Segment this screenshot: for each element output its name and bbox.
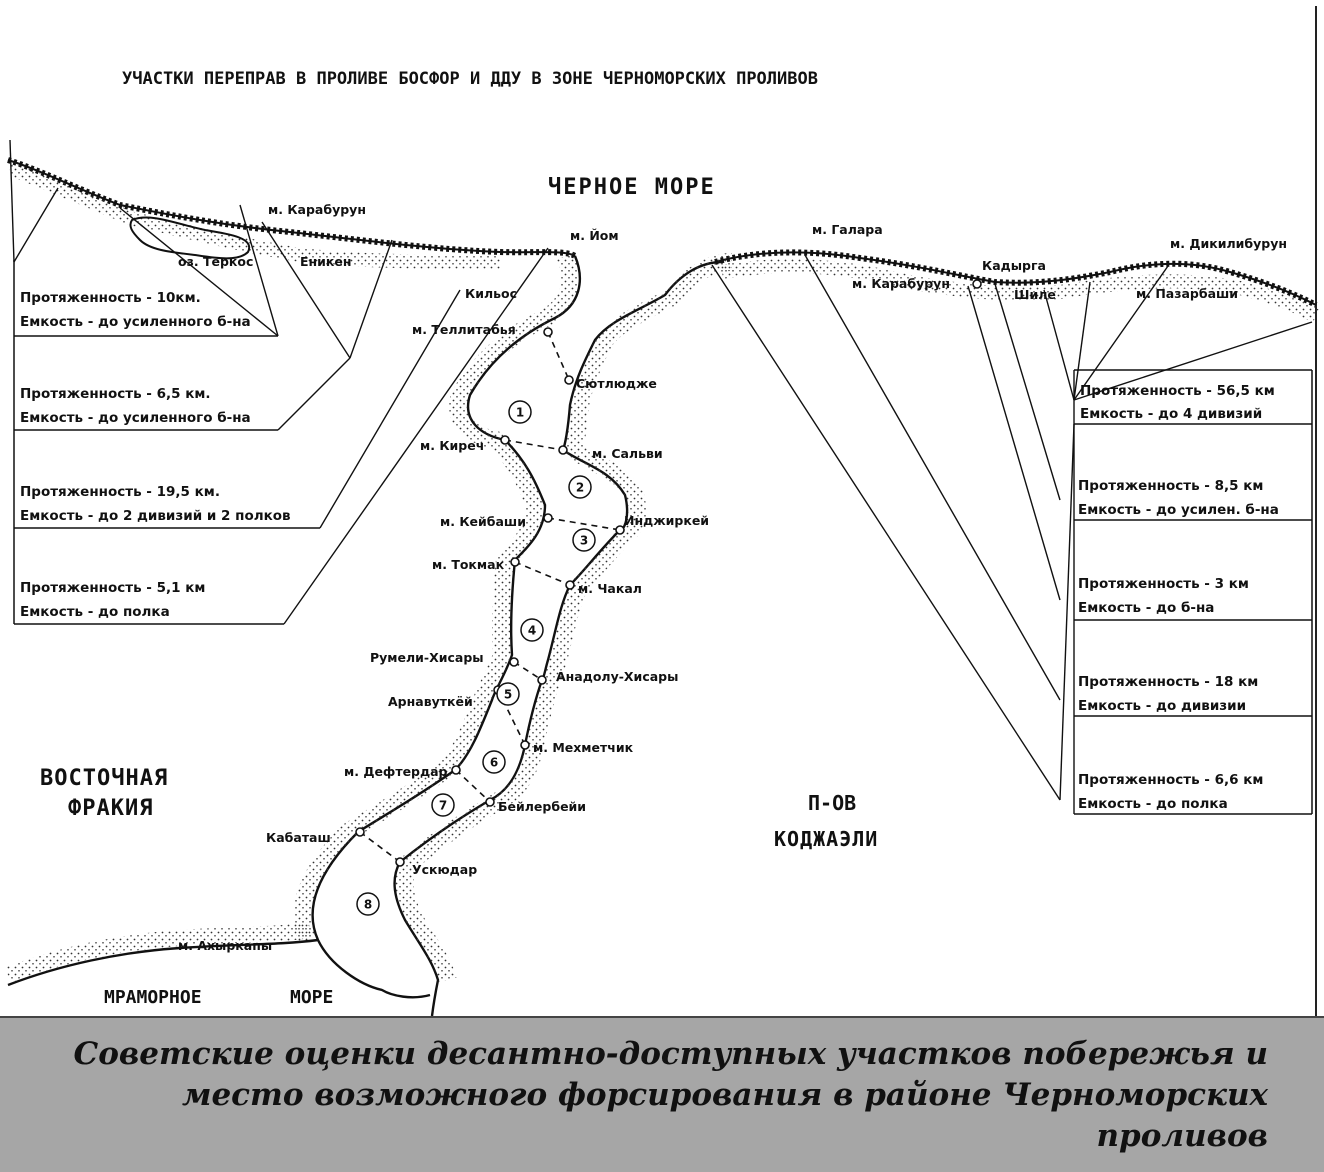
place-labels: м. Карабурун оз. Теркос Еникен Кильос м.… <box>178 202 1287 953</box>
place-uskudar: Ускюдар <box>412 862 477 877</box>
svg-text:Протяженность - 10км.: Протяженность - 10км. <box>20 290 201 306</box>
crossing-numbers: 1 2 3 4 5 6 7 8 <box>356 400 596 916</box>
place-rumeli-hisari: Румели-Хисары <box>370 650 484 665</box>
place-tellitabya: м. Теллитабья <box>412 322 516 337</box>
svg-text:3: 3 <box>580 534 588 548</box>
svg-text:2: 2 <box>576 481 584 495</box>
left-box-3: Протяженность - 19,5 км. Емкость - до 2 … <box>14 484 320 529</box>
bosphorus-strait <box>293 252 733 1016</box>
place-dikilburun: м. Дикилибурун <box>1170 236 1287 251</box>
svg-text:Протяженность - 5,1 км: Протяженность - 5,1 км <box>20 580 205 596</box>
svg-text:Протяженность - 56,5 км: Протяженность - 56,5 км <box>1080 383 1275 399</box>
crossing-3: 3 <box>572 528 596 552</box>
svg-text:Протяженность - 6,5 км.: Протяженность - 6,5 км. <box>20 386 211 402</box>
right-box-1: Протяженность - 56,5 км Емкость - до 4 д… <box>1074 383 1312 425</box>
svg-text:8: 8 <box>364 898 372 912</box>
right-info-boxes: Протяженность - 56,5 км Емкость - до 4 д… <box>1074 370 1313 815</box>
right-box-2: Протяженность - 8,5 км Емкость - до усил… <box>1074 478 1312 521</box>
svg-text:7: 7 <box>439 799 447 813</box>
crossing-1: 1 <box>508 400 532 424</box>
kocaeli-label-2: КОДЖАЭЛИ <box>774 827 878 851</box>
svg-text:Емкость - до полка: Емкость - до полка <box>20 604 170 620</box>
place-tokmak: м. Токмак <box>432 557 505 572</box>
place-defterdar: м. Дефтердар <box>344 764 448 779</box>
place-shile: Шиле <box>1014 287 1056 302</box>
left-box-1: Протяженность - 10км. Емкость - до усиле… <box>14 290 278 337</box>
svg-text:Протяженность - 3 км: Протяженность - 3 км <box>1078 576 1249 592</box>
marmara-coastline <box>5 922 319 987</box>
place-karaburun-east: м. Карабурун <box>852 276 950 291</box>
svg-text:Емкость - до усиленного б-на: Емкость - до усиленного б-на <box>20 410 251 426</box>
place-karaburun-west: м. Карабурун <box>268 202 366 217</box>
svg-text:Емкость - до дивизии: Емкость - до дивизии <box>1078 698 1246 714</box>
place-yeniken: Еникен <box>300 254 352 269</box>
svg-text:Емкость - до полка: Емкость - до полка <box>1078 796 1228 812</box>
right-box-4: Протяженность - 18 км Емкость - до дивиз… <box>1074 674 1312 717</box>
svg-text:6: 6 <box>490 756 498 770</box>
svg-text:Протяженность - 18 км: Протяженность - 18 км <box>1078 674 1258 690</box>
place-beylerbey: Бейлербейи <box>498 799 586 814</box>
svg-text:Емкость - до 2 дивизий и 2 пол: Емкость - до 2 дивизий и 2 полков <box>20 508 291 524</box>
svg-text:4: 4 <box>528 624 536 638</box>
place-salvi: м. Сальви <box>592 446 663 461</box>
left-box-2: Протяженность - 6,5 км. Емкость - до уси… <box>14 386 278 431</box>
crossing-5: 5 <box>496 682 520 706</box>
place-pazarbashi: м. Пазарбаши <box>1136 286 1238 301</box>
strait-map: УЧАСТКИ ПЕРЕПРАВ В ПРОЛИВЕ БОСФОР И ДДУ … <box>0 0 1324 1016</box>
crossing-lines <box>359 331 621 863</box>
svg-text:Емкость - до усилен. б-на: Емкость - до усилен. б-на <box>1078 502 1279 518</box>
place-terkos: оз. Теркос <box>178 254 253 269</box>
left-leader-lines <box>9 139 549 625</box>
place-akhyrkapy: м. Ахыркапы <box>178 938 272 953</box>
svg-text:Протяженность - 19,5 км.: Протяженность - 19,5 км. <box>20 484 220 500</box>
caption-text: Советские оценки десантно-доступных учас… <box>73 1036 1268 1154</box>
crossing-8: 8 <box>356 892 380 916</box>
place-chakal: м. Чакал <box>578 581 642 596</box>
map-title: УЧАСТКИ ПЕРЕПРАВ В ПРОЛИВЕ БОСФОР И ДДУ … <box>122 69 818 89</box>
svg-text:Емкость - до усиленного б-на: Емкость - до усиленного б-на <box>20 314 251 330</box>
place-kabatash: Кабаташ <box>266 830 331 845</box>
caption-panel: Советские оценки десантно-доступных учас… <box>0 1016 1324 1172</box>
place-mekhmetchik: м. Мехметчик <box>533 740 634 755</box>
black-sea-label: ЧЕРНОЕ МОРЕ <box>548 175 716 200</box>
marmara-sea-label-1: МРАМОРНОЕ <box>104 987 202 1008</box>
svg-text:Емкость - до б-на: Емкость - до б-на <box>1078 600 1214 616</box>
svg-text:5: 5 <box>504 688 512 702</box>
place-keybashi: м. Кейбаши <box>440 514 526 529</box>
right-box-5: Протяженность - 6,6 км Емкость - до полк… <box>1074 772 1312 815</box>
right-leader-lines <box>711 254 1313 814</box>
svg-text:Протяженность - 6,6 км: Протяженность - 6,6 км <box>1078 772 1263 788</box>
place-kadyrga: Кадырга <box>982 258 1046 273</box>
thrace-label-1: ВОСТОЧНАЯ <box>40 766 168 791</box>
crossing-6: 6 <box>482 750 506 774</box>
lake-terkos <box>129 216 251 260</box>
svg-text:Емкость - до 4 дивизий: Емкость - до 4 дивизий <box>1080 406 1262 422</box>
svg-text:Протяженность - 8,5 км: Протяженность - 8,5 км <box>1078 478 1263 494</box>
crossing-2: 2 <box>568 475 592 499</box>
place-kirech: м. Киреч <box>420 438 484 453</box>
svg-text:1: 1 <box>516 406 524 420</box>
place-galara: м. Галара <box>812 222 883 237</box>
marmara-sea-label-2: МОРЕ <box>290 987 333 1008</box>
kocaeli-label-1: П-ОВ <box>808 791 856 815</box>
thrace-label-2: ФРАКИЯ <box>68 796 153 821</box>
crossing-points <box>355 279 982 867</box>
map-background <box>0 0 1324 1016</box>
place-kilyos: Кильос <box>465 286 517 301</box>
place-anadolu-hisari: Анадолу-Хисары <box>556 669 678 684</box>
place-syutlyudzhe: Сютлюдже <box>576 376 657 391</box>
crossing-4: 4 <box>520 618 544 642</box>
place-indzhirkey: Инджиркей <box>624 513 709 528</box>
crossing-7: 7 <box>431 793 455 817</box>
left-info-boxes: Протяженность - 10км. Емкость - до усиле… <box>13 260 320 625</box>
right-box-3: Протяженность - 3 км Емкость - до б-на <box>1074 576 1312 621</box>
black-sea-coastline <box>7 157 1320 323</box>
place-arnavutkoy: Арнавуткёй <box>388 694 473 709</box>
left-box-4: Протяженность - 5,1 км Емкость - до полк… <box>14 580 284 625</box>
place-yom: м. Йом <box>570 228 619 243</box>
